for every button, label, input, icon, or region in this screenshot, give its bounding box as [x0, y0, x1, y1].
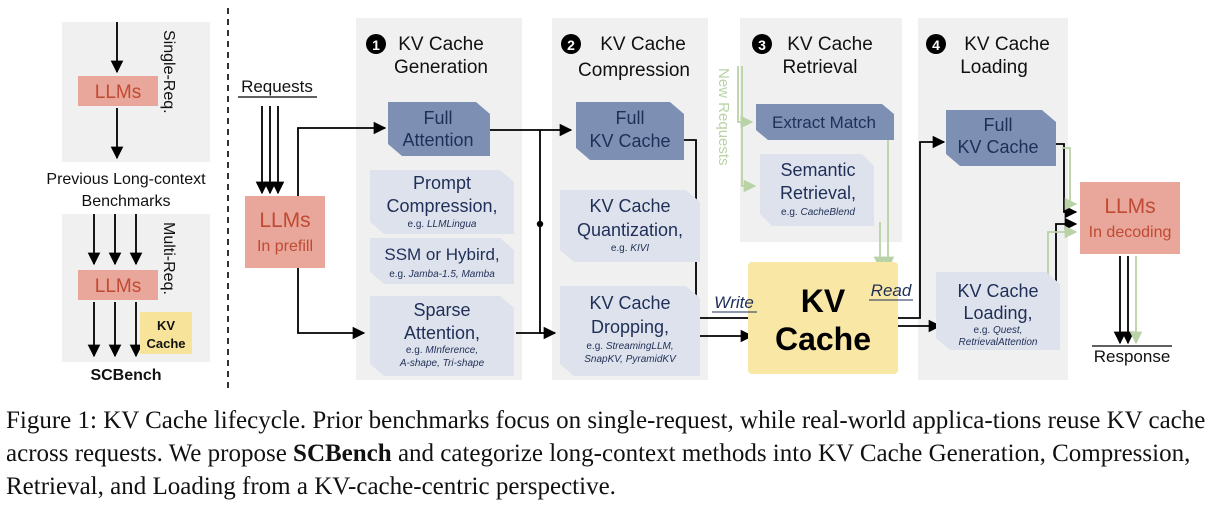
svg-text:KV Cache: KV Cache [957, 281, 1038, 301]
small-kv-cache-box [140, 312, 192, 354]
kv-dropping-box: KV Cache Dropping, e.g. StreamingLLM, Sn… [560, 286, 700, 376]
svg-text:SSM or Hybird,: SSM or Hybird, [384, 245, 499, 264]
svg-text:Loading: Loading [960, 57, 1028, 78]
llm-decoding-sub: In decoding [1089, 224, 1172, 241]
full-kv-cache-box-compression: Full KV Cache [576, 102, 684, 160]
kv-cache-store-line2: Cache [775, 321, 871, 357]
caption-part1: Figure 1: KV Cache lifecycle. Prior benc… [6, 407, 1206, 467]
svg-text:KV Cache: KV Cache [957, 137, 1038, 157]
svg-text:Sparse: Sparse [413, 300, 470, 320]
junction-dot [536, 220, 544, 228]
semantic-retrieval-box: Semantic Retrieval, e.g. CacheBlend [760, 154, 874, 226]
multi-llm-label: LLMs [95, 276, 141, 297]
previous-benchmarks-line2: Benchmarks [82, 193, 171, 210]
svg-text:e.g. KIVI: e.g. KIVI [611, 243, 650, 254]
svg-text:e.g. Quest,: e.g. Quest, [974, 325, 1023, 336]
requests-label: Requests [241, 77, 313, 96]
svg-text:Full: Full [423, 108, 452, 128]
svg-text:Dropping,: Dropping, [591, 317, 669, 337]
svg-text:Compression: Compression [578, 60, 690, 81]
write-label: Write [714, 293, 754, 312]
sparse-attention-box: Sparse Attention, e.g. MInference, A-sha… [370, 296, 514, 376]
svg-text:2: 2 [567, 37, 575, 53]
svg-text:Attention,: Attention, [404, 323, 480, 343]
svg-text:Generation: Generation [394, 57, 488, 78]
svg-text:KV Cache: KV Cache [589, 196, 670, 216]
svg-text:RetrievalAttention: RetrievalAttention [959, 337, 1038, 348]
llm-decoding-title: LLMs [1104, 195, 1155, 218]
ssm-hybrid-box: SSM or Hybird, e.g. Jamba-1.5, Mamba [370, 238, 514, 284]
svg-text:Loading,: Loading, [963, 303, 1032, 323]
multi-llm-box [78, 270, 158, 300]
scbench-label: SCBench [90, 367, 161, 384]
svg-text:e.g. LLMLingua: e.g. LLMLingua [408, 219, 477, 230]
stage-header-2: 2 KV Cache Compression [561, 34, 690, 81]
svg-text:e.g. MInference,: e.g. MInference, [406, 345, 478, 356]
svg-text:A-shape, Tri-shape: A-shape, Tri-shape [399, 358, 485, 369]
llm-prefill-title: LLMs [259, 209, 310, 232]
svg-text:Retrieval,: Retrieval, [780, 183, 856, 203]
single-llm-box [78, 76, 158, 106]
prompt-compression-box: Prompt Compression, e.g. LLMLingua [370, 170, 514, 234]
svg-text:3: 3 [758, 37, 766, 53]
small-kv-label-1: KV [157, 318, 175, 333]
response-label: Response [1094, 347, 1171, 366]
figure-caption: Figure 1: KV Cache lifecycle. Prior benc… [6, 404, 1218, 503]
svg-text:Extract Match: Extract Match [772, 113, 876, 132]
new-requests-label: New Requests [715, 68, 732, 166]
kv-cache-store [748, 262, 898, 374]
stage-header-3: 3 KV Cache Retrieval [752, 34, 873, 78]
svg-text:KV Cache: KV Cache [600, 34, 686, 55]
svg-text:SnapKV, PyramidKV: SnapKV, PyramidKV [584, 354, 677, 365]
extract-match-box: Extract Match [756, 104, 894, 140]
kv-quantization-box: KV Cache Quantization, e.g. KIVI [560, 190, 700, 262]
multi-req-side-label: Multi-Req. [160, 222, 177, 295]
svg-text:KV Cache: KV Cache [787, 34, 873, 55]
svg-text:e.g. StreamingLLM,: e.g. StreamingLLM, [586, 341, 673, 352]
svg-text:1: 1 [372, 37, 380, 53]
svg-text:e.g. Jamba-1.5, Mamba: e.g. Jamba-1.5, Mamba [389, 269, 495, 280]
svg-text:Quantization,: Quantization, [577, 220, 683, 240]
llm-prefill-box [245, 196, 325, 268]
svg-text:Full: Full [615, 108, 644, 128]
full-attention-box: Full Attention [388, 102, 490, 156]
svg-text:Attention: Attention [402, 130, 473, 150]
stage-header-1: 1 KV Cache Generation [366, 34, 488, 78]
previous-benchmarks-line1: Previous Long-context [46, 171, 206, 188]
svg-text:Prompt: Prompt [413, 173, 471, 193]
svg-text:Retrieval: Retrieval [783, 57, 858, 78]
llm-prefill-sub: In prefill [257, 238, 313, 255]
llm-decoding-box [1080, 182, 1180, 254]
kv-cache-lifecycle-diagram: LLMs Single-Req. Previous Long-context B… [46, 8, 1180, 388]
svg-text:KV Cache: KV Cache [964, 34, 1050, 55]
read-label: Read [871, 281, 912, 300]
full-kv-cache-box-loading: Full KV Cache [946, 110, 1056, 166]
svg-text:Semantic: Semantic [780, 160, 855, 180]
svg-text:Compression,: Compression, [386, 196, 497, 216]
svg-text:Full: Full [983, 115, 1012, 135]
single-llm-label: LLMs [95, 82, 141, 103]
svg-text:KV Cache: KV Cache [589, 293, 670, 313]
multi-request-arrows [87, 214, 143, 358]
caption-part2: and categorize long-context methods into… [6, 440, 1191, 500]
caption-bold: SCBench [293, 440, 392, 467]
request-arrows [255, 106, 285, 195]
svg-text:4: 4 [932, 37, 940, 53]
svg-text:e.g. CacheBlend: e.g. CacheBlend [781, 207, 855, 218]
svg-text:KV Cache: KV Cache [398, 34, 484, 55]
stage-header-4: 4 KV Cache Loading [926, 34, 1050, 78]
kv-loading-box: KV Cache Loading, e.g. Quest, RetrievalA… [936, 272, 1060, 350]
single-req-side-label: Single-Req. [160, 30, 177, 114]
svg-text:KV Cache: KV Cache [589, 131, 670, 151]
kv-cache-store-line1: KV [801, 283, 846, 319]
small-kv-label-2: Cache [146, 336, 185, 351]
green-flow-arrows [737, 66, 1143, 345]
